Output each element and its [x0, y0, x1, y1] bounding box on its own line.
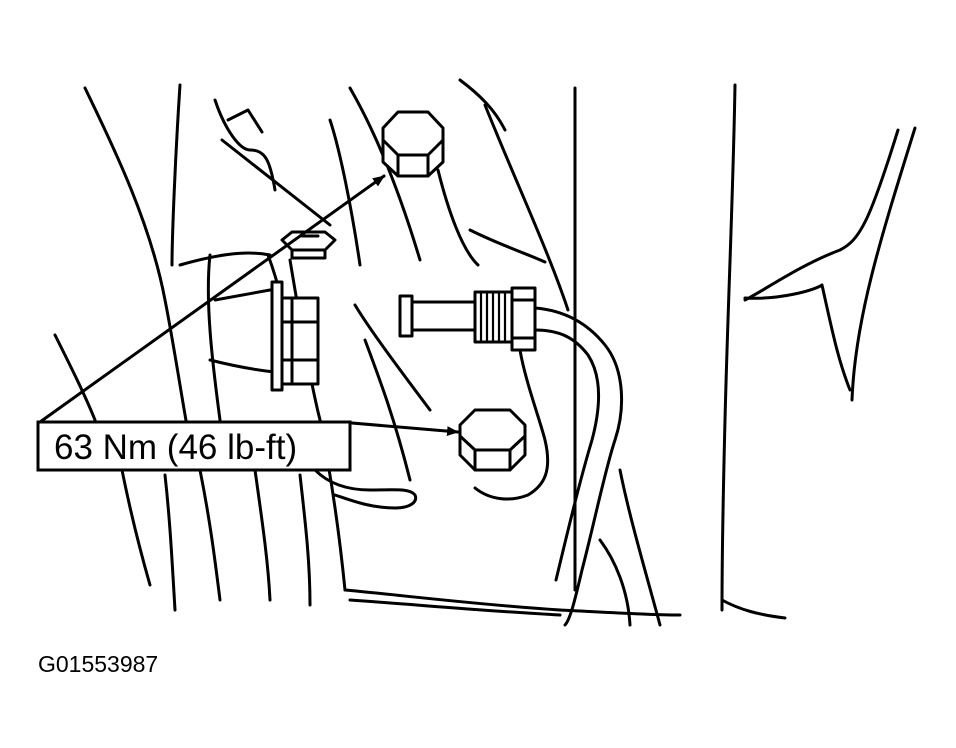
lower-bolt: [458, 408, 527, 472]
callout-leaders: [38, 174, 460, 437]
side-nut-assembly: [270, 280, 320, 392]
line-fitting: [398, 286, 623, 627]
upper-bolt: [381, 110, 445, 178]
frame-structure-lines: [83, 78, 917, 627]
figure-id-text: G01553987: [38, 651, 158, 677]
leader-to-upper-bolt: [38, 174, 386, 424]
torque-callout: 63 Nm (46 lb-ft): [36, 420, 352, 472]
small-hex-nut: [280, 230, 337, 260]
leader-to-lower-bolt: [338, 420, 460, 437]
torque-label-text: 63 Nm (46 lb-ft): [54, 428, 297, 467]
torque-label-box: [36, 420, 352, 472]
